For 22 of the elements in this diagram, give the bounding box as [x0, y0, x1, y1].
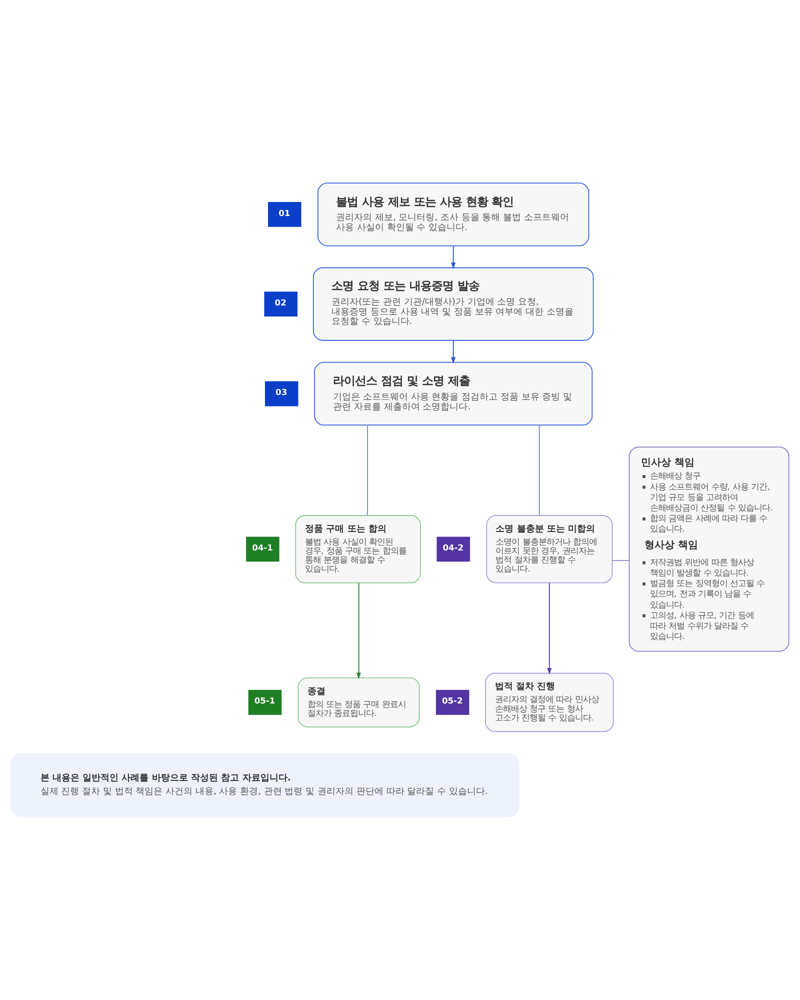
connector — [538, 424, 540, 516]
node-box: 04-2 — [436, 536, 470, 562]
connector — [366, 424, 368, 516]
arrow — [451, 246, 456, 270]
node-box: 법적 절차 진행 권리자의 결정에 따라 민사상 손해배상 청구 또는 형사 고소가 진행될 수 있습니다. — [485, 672, 614, 732]
node-box: 01 — [268, 202, 302, 227]
connector — [612, 560, 630, 562]
arrow — [356, 582, 362, 680]
arrow — [547, 582, 552, 675]
node-box: 민사상 책임 손해배상 청구 사용 소프트웨어 수량, 사용 기간, 기업 규모 등을 고려하여 손해배상금이 산정될 수 있습니다. 합의 금액은 사례에 따라 다를 수 있습니다. 형사상 책임 저작권법 위반에 따른 형사상 책임이 발생할 수 있습니다. 벌금형 또는 징역형이 선고될 수 있으며, 전과 기록이 남을 수 있습니다. 고의성, 사용 규모, 기간 등에 따라 처벌 수위가 달라질 수 있습니다. — [628, 446, 790, 652]
node-box: 05-1 — [248, 690, 282, 715]
node-box: 05-2 — [436, 690, 470, 715]
node-box: 종결 합의 또는 정품 구매 완료시 절차가 종료됩니다. — [298, 677, 420, 728]
arrow — [451, 340, 456, 364]
node-box: 라이선스 점검 및 소명 제출 기업은 소프트웨어 사용 현황을 점검하고 정품 보유 증빙 및 관련 자료를 제출하여 소명합니다. — [314, 362, 593, 426]
node-box: 정품 구매 또는 합의 불법 사용 사실이 확인된 경우, 정품 구매 또는 합의를 통해 분쟁을 해결할 수 있습니다. — [295, 515, 421, 584]
node-box: 소명 요청 또는 내용증명 발송 권리자(또는 관련 기관/대행사)가 기업에 소명 요청, 내용증명 등으로 사용 내역 및 정품 보유 여부에 대한 소명을 요청할 수 있습니다. — [312, 267, 594, 341]
node-box: 04-1 — [246, 536, 280, 562]
node-box: 02 — [264, 292, 298, 317]
node-box: 불법 사용 제보 또는 사용 현황 확인 권리자의 제보, 모니터링, 조사 등을 통해 불법 소프트웨어 사용 사실이 확인될 수 있습니다. — [317, 182, 590, 246]
node-box: 03 — [264, 381, 298, 406]
node-box: 소명 불충분 또는 미합의 소명이 불충분하거나 합의에 이르지 못한 경우, 권리자는 법적 절차를 진행할 수 있습니다. — [486, 515, 613, 584]
